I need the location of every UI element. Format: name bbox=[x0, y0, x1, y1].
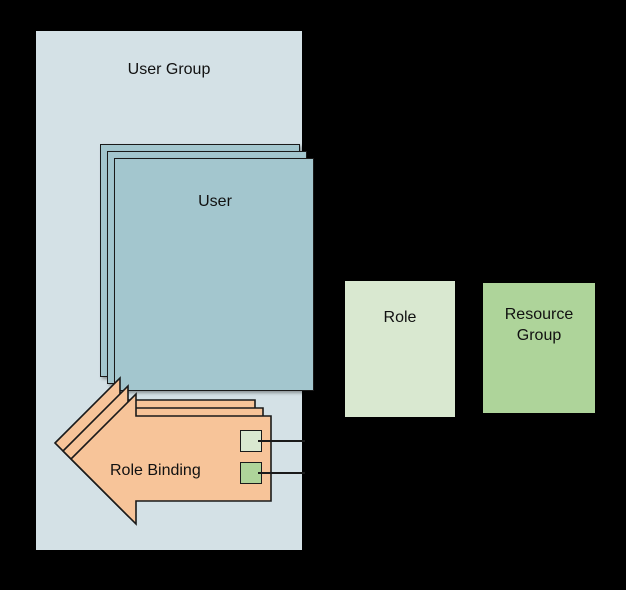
user-group-container[interactable]: User Group User bbox=[36, 31, 314, 550]
resource-group-label: Resource Group bbox=[483, 304, 595, 346]
resource-group-label-line-2: Group bbox=[516, 327, 562, 344]
user-stack: User bbox=[78, 113, 328, 391]
user-label: User bbox=[198, 193, 232, 210]
role-box[interactable]: Role bbox=[345, 281, 455, 417]
role-binding-arrow-front[interactable] bbox=[26, 356, 286, 556]
role-binding-stack: Role Binding bbox=[10, 340, 272, 540]
role-connector-line bbox=[258, 440, 305, 442]
resource-group-box[interactable]: Resource Group bbox=[483, 283, 595, 413]
resource-group-label-line-1: Resource bbox=[504, 306, 574, 323]
user-box-front[interactable]: User bbox=[114, 158, 314, 391]
resource-group-connector-line bbox=[258, 472, 305, 474]
user-group-label: User Group bbox=[127, 61, 211, 78]
role-label: Role bbox=[383, 309, 417, 326]
